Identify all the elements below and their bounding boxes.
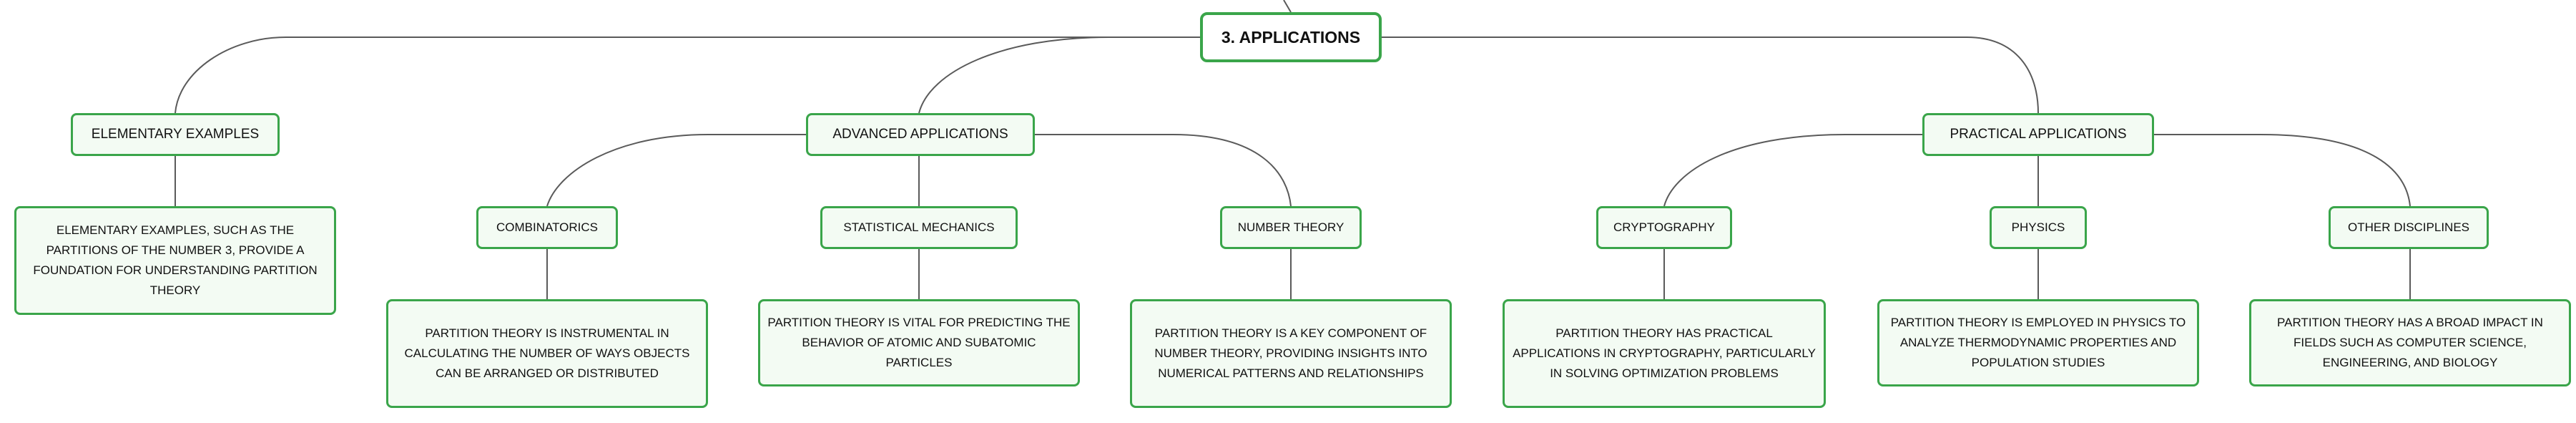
- branch-elementary-examples[interactable]: ELEMENTARY EXAMPLES: [71, 113, 280, 156]
- root-node[interactable]: 3. APPLICATIONS: [1200, 12, 1382, 62]
- connector-root-practical: [1382, 37, 2039, 114]
- connector-practical-cryptography: [1663, 134, 1922, 207]
- connector-practical-other: [2154, 134, 2411, 207]
- branch-practical-applications[interactable]: PRACTICAL APPLICATIONS: [1922, 113, 2154, 156]
- topic-physics[interactable]: PHYSICS: [1990, 206, 2087, 249]
- combinatorics-description[interactable]: PARTITION THEORY IS INSTRUMENTAL IN CALC…: [386, 299, 708, 408]
- number-theory-description[interactable]: PARTITION THEORY IS A KEY COMPONENT OF N…: [1130, 299, 1452, 408]
- topic-number-theory[interactable]: NUMBER THEORY: [1220, 206, 1362, 249]
- connector-root-advanced: [918, 37, 1200, 114]
- connector-parent-root: [1283, 0, 1292, 13]
- topic-combinatorics[interactable]: COMBINATORICS: [476, 206, 618, 249]
- other-disciplines-description[interactable]: PARTITION THEORY HAS A BROAD IMPACT IN F…: [2249, 299, 2571, 386]
- topic-cryptography[interactable]: CRYPTOGRAPHY: [1596, 206, 1732, 249]
- topic-statistical-mechanics[interactable]: STATISTICAL MECHANICS: [820, 206, 1018, 249]
- cryptography-description[interactable]: PARTITION THEORY HAS PRACTICAL APPLICATI…: [1503, 299, 1826, 408]
- physics-description[interactable]: PARTITION THEORY IS EMPLOYED IN PHYSICS …: [1877, 299, 2199, 386]
- connector-root-elementary: [174, 37, 1200, 114]
- branch-advanced-applications[interactable]: ADVANCED APPLICATIONS: [806, 113, 1035, 156]
- connector-advanced-combinatorics: [546, 134, 806, 207]
- elementary-examples-description[interactable]: ELEMENTARY EXAMPLES, SUCH AS THE PARTITI…: [14, 206, 336, 315]
- connector-advanced-numbertheory: [1035, 134, 1292, 207]
- statistical-mechanics-description[interactable]: PARTITION THEORY IS VITAL FOR PREDICTING…: [758, 299, 1080, 386]
- topic-other-disciplines[interactable]: OTHER DISCIPLINES: [2329, 206, 2489, 249]
